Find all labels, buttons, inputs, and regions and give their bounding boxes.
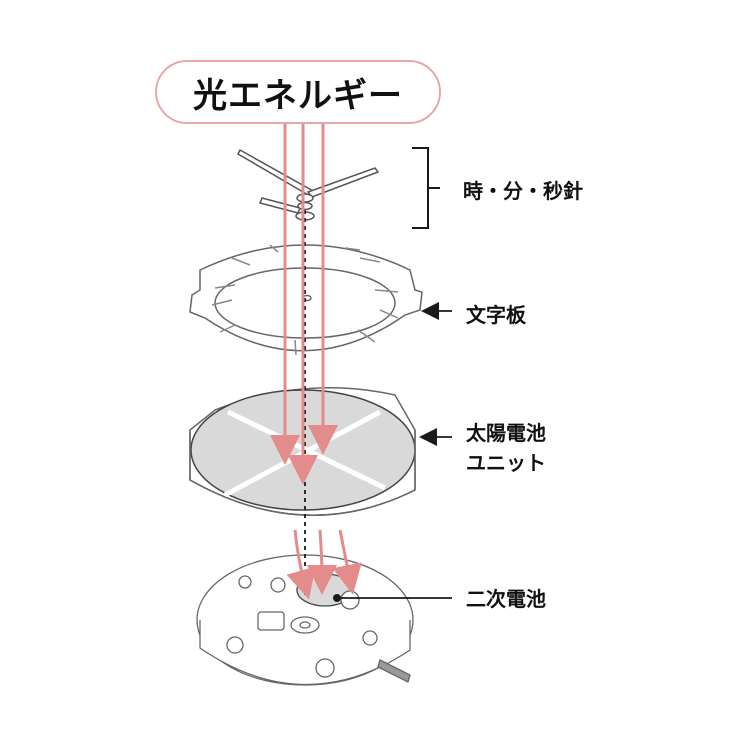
hands-label: 時・分・秒針 [463, 179, 583, 203]
light-arrows [270, 124, 338, 485]
battery-pointer-dot [333, 594, 341, 602]
battery-arrows [286, 529, 362, 600]
movement [196, 554, 414, 686]
dial-label: 文字板 [466, 303, 526, 327]
hands-bracket [412, 147, 440, 229]
solar-cell-label-line1: 太陽電池 [466, 421, 546, 445]
solar-cell-label-line2: ユニット [466, 451, 546, 475]
battery-label: 二次電池 [466, 587, 546, 611]
watch-hands [237, 148, 380, 221]
light-energy-title: 光エネルギー [193, 75, 403, 116]
dial-plate [189, 244, 423, 356]
solar-cell-label: 太陽電池 ユニット [466, 418, 546, 478]
light-energy-title-box: 光エネルギー [155, 60, 441, 124]
